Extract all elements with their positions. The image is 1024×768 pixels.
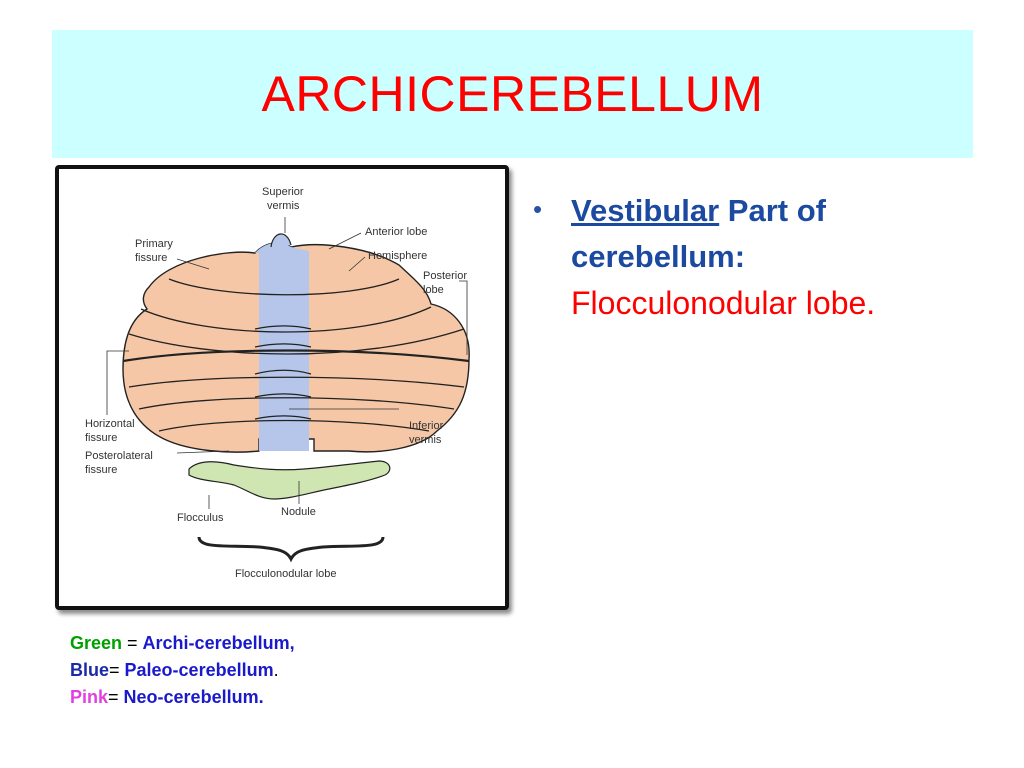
bullet-line3: Flocculonodular lobe. xyxy=(571,285,876,321)
vestibular-term: Vestibular xyxy=(571,193,720,228)
bullet-list: • Vestibular Part of cerebellum: Floccul… xyxy=(533,188,1003,327)
folia-lines xyxy=(122,278,470,432)
color-legend: Green = Archi-cerebellum, Blue= Paleo-ce… xyxy=(70,630,295,711)
legend-meaning: Neo-cerebellum. xyxy=(123,687,264,707)
label-primary-fissure-2: fissure xyxy=(135,252,167,264)
legend-color-pink: Pink xyxy=(70,687,109,707)
legend-color-blue: Blue xyxy=(70,660,110,680)
label-posterolateral-fissure-2: fissure xyxy=(85,464,117,476)
label-posterior-lobe-1: Posterior xyxy=(423,270,467,282)
label-hemisphere: Hemisphere xyxy=(368,250,427,262)
slide-title: ARCHICEREBELLUM xyxy=(261,66,764,122)
label-inferior-vermis-1: Inferior xyxy=(409,420,444,432)
flocculonodular-brace xyxy=(197,536,385,563)
leader-lines xyxy=(106,217,468,509)
bullet-marker: • xyxy=(533,194,543,224)
label-flocculus: Flocculus xyxy=(177,512,224,524)
legend-sep: = xyxy=(122,633,143,653)
label-superior-vermis-1: Superior xyxy=(262,186,304,198)
bullet-line2: cerebellum: xyxy=(571,239,746,274)
legend-trail: . xyxy=(273,660,279,680)
label-inferior-vermis-2: vermis xyxy=(409,434,442,446)
label-horizontal-fissure-1: Horizontal xyxy=(85,418,135,430)
title-band: ARCHICEREBELLUM xyxy=(52,30,973,158)
legend-sep: = xyxy=(109,660,125,680)
label-flocculonodular-lobe: Flocculonodular lobe xyxy=(235,568,337,580)
label-posterior-lobe-2: lobe xyxy=(423,284,444,296)
legend-color-green: Green xyxy=(70,633,123,653)
superior-vermis-bump xyxy=(270,233,292,248)
legend-sep: = xyxy=(108,687,124,707)
cerebellum-figure: Superior vermis Anterior lobe Hemisphere… xyxy=(55,165,509,610)
legend-row-blue: Blue= Paleo-cerebellum. xyxy=(70,657,295,684)
label-posterolateral-fissure-1: Posterolateral xyxy=(85,450,153,462)
legend-meaning: Archi-cerebellum, xyxy=(142,633,295,653)
legend-meaning: Paleo-cerebellum xyxy=(124,660,274,680)
legend-row-pink: Pink= Neo-cerebellum. xyxy=(70,684,295,711)
label-nodule: Nodule xyxy=(281,506,316,518)
flocculonodular-lobe-shape xyxy=(188,460,391,500)
vermis-band xyxy=(255,242,309,451)
cerebellum-diagram: Superior vermis Anterior lobe Hemisphere… xyxy=(85,186,470,580)
label-anterior-lobe: Anterior lobe xyxy=(365,226,427,238)
legend-row-green: Green = Archi-cerebellum, xyxy=(70,630,295,657)
label-superior-vermis-2: vermis xyxy=(267,200,300,212)
bullet-item: • Vestibular Part of cerebellum: Floccul… xyxy=(533,188,1003,327)
bullet-line1-rest: Part of xyxy=(719,193,826,228)
label-horizontal-fissure-2: fissure xyxy=(85,432,117,444)
label-primary-fissure-1: Primary xyxy=(135,238,173,250)
bullet-text: Vestibular Part of cerebellum: Flocculon… xyxy=(571,188,875,327)
